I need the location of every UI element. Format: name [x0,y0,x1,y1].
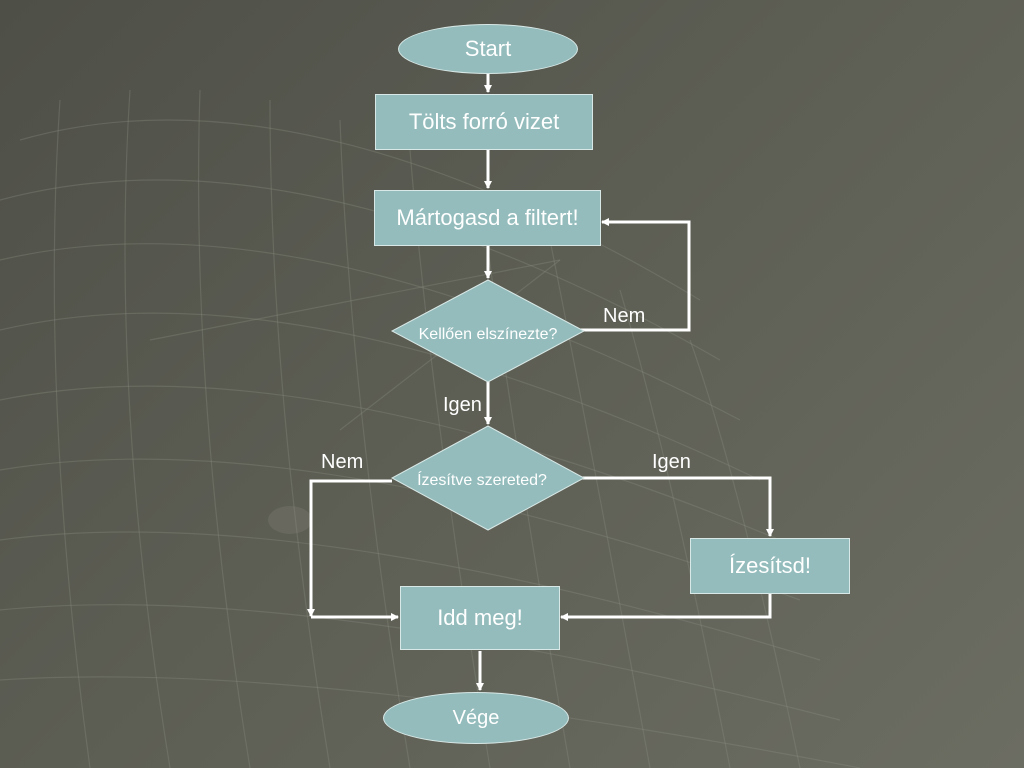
start-label: Start [464,36,512,61]
edge-label-color-no: Nem [603,305,646,327]
flavor-it-label: Ízesítsd! [729,553,811,578]
edge-label-flavor-yes: Igen [652,451,691,473]
drink-it-label: Idd meg! [437,605,523,630]
check-flavor-label: Ízesítve szereted? [417,472,547,489]
flavor-it-box: Ízesítsd! [690,538,850,594]
edge-label-color-yes: Igen [443,394,482,416]
edge-check-flavor-yes [582,476,774,537]
start-node: Start [398,24,578,74]
edge-check-color-no [580,218,691,332]
edge-check-flavor-no [307,479,392,617]
end-node: Vége [383,692,569,744]
dip-filter-box: Mártogasd a filtert! [374,190,601,246]
dip-filter-label: Mártogasd a filtert! [396,205,579,230]
pour-hot-water-box: Tölts forró vizet [375,94,593,150]
pour-hot-water-label: Tölts forró vizet [408,109,560,134]
decision-diamond-color [390,279,586,383]
end-label: Vége [452,706,500,729]
check-color-label: Kellően elszínezte? [418,326,558,343]
decision-diamond-flavor [390,425,586,531]
edge-flavor-drink [560,594,772,621]
edge-label-flavor-no: Nem [321,451,364,473]
drink-it-box: Idd meg! [400,586,560,650]
